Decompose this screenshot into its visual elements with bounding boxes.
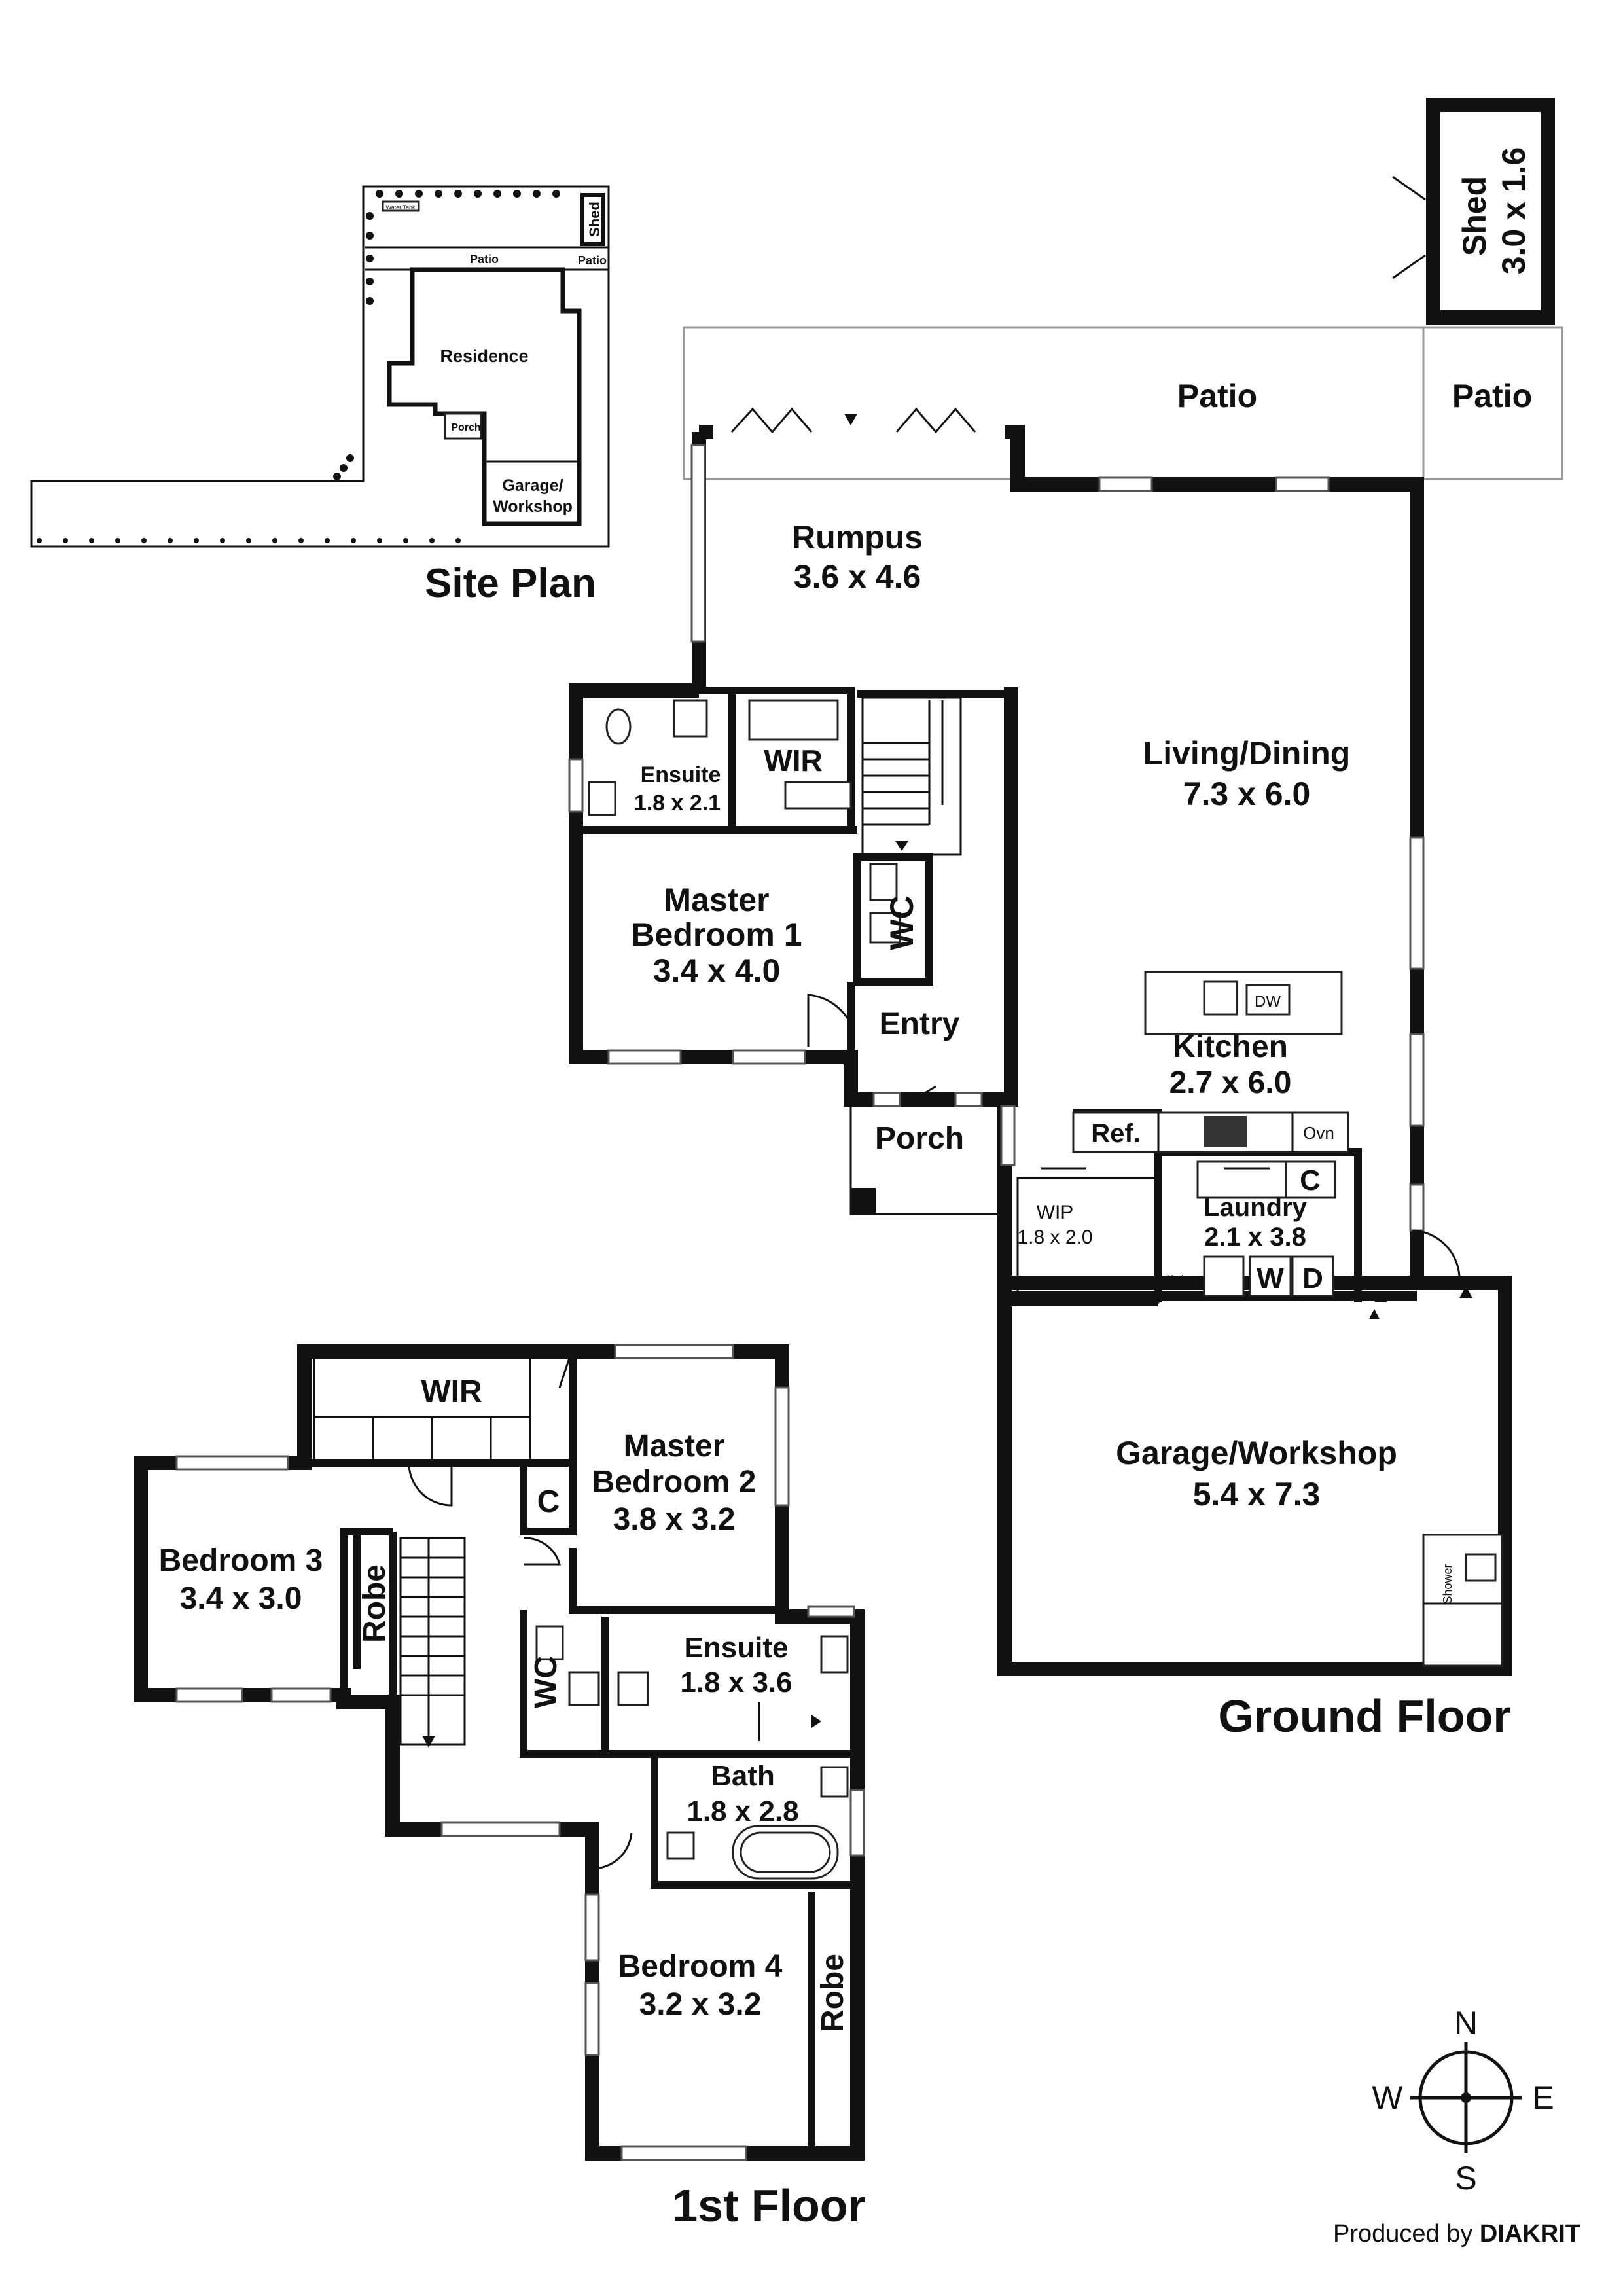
master2-dims: 3.8 x 3.2 xyxy=(613,1502,736,1537)
ground-floor: DW Ref. Ovn C W D Shelves Shower Patio xyxy=(568,98,1563,1742)
shed-name: Shed xyxy=(1456,176,1493,256)
site-porch-label: Porch xyxy=(451,422,480,433)
bed3-dims: 3.4 x 3.0 xyxy=(180,1581,302,1616)
site-patio-right-label: Patio xyxy=(578,254,607,267)
first-wir-label: WIR xyxy=(421,1374,482,1409)
rumpus-name: Rumpus xyxy=(792,519,923,556)
shelves-label: Shelves xyxy=(1165,1273,1198,1283)
ground-wc-label: WC xyxy=(883,895,920,950)
ground-wir-label: WIR xyxy=(764,744,822,778)
first-floor-stairs xyxy=(399,1537,466,1748)
bath-name: Bath xyxy=(711,1760,775,1792)
wip-name: WIP xyxy=(1037,1202,1074,1223)
first-wc-label: WC xyxy=(529,1656,563,1708)
patio-side-area xyxy=(1422,326,1563,480)
shed-dims: 3.0 x 1.6 xyxy=(1495,147,1532,275)
bed4-name: Bedroom 4 xyxy=(618,1949,783,1984)
bed3-robe-label: Robe xyxy=(357,1564,392,1643)
garage-dims: 5.4 x 7.3 xyxy=(1193,1476,1321,1513)
ground-ensuite-dims: 1.8 x 2.1 xyxy=(634,791,721,816)
site-shed-label: Shed xyxy=(586,202,603,237)
laundry-dims: 2.1 x 3.8 xyxy=(1204,1223,1306,1251)
site-garage-label-1: Garage/ xyxy=(502,476,563,495)
bed4-robe-label: Robe xyxy=(815,1954,850,2032)
kitchen-island xyxy=(1144,971,1343,1035)
oven-label: Ovn xyxy=(1303,1123,1334,1143)
living-dims: 7.3 x 6.0 xyxy=(1183,776,1311,812)
first-ensuite-dims: 1.8 x 3.6 xyxy=(680,1666,792,1698)
first-floor-title: 1st Floor xyxy=(672,2180,866,2231)
first-ensuite-name: Ensuite xyxy=(685,1632,789,1664)
laundry-name: Laundry xyxy=(1204,1193,1308,1222)
patio-side-label: Patio xyxy=(1452,378,1532,414)
compass-west: W xyxy=(1372,2079,1403,2116)
dishwasher-label: DW xyxy=(1255,993,1281,1011)
ground-ensuite-name: Ensuite xyxy=(641,762,721,787)
master1-dims: 3.4 x 4.0 xyxy=(653,952,781,989)
ground-floor-title: Ground Floor xyxy=(1218,1691,1510,1742)
master1-name-1: Master xyxy=(664,882,769,918)
bed3-name: Bedroom 3 xyxy=(159,1543,323,1578)
shed-walls xyxy=(1426,98,1555,325)
kitchen-name: Kitchen xyxy=(1173,1030,1288,1064)
compass-north: N xyxy=(1454,2005,1478,2041)
master1-name-2: Bedroom 1 xyxy=(631,916,802,953)
living-name: Living/Dining xyxy=(1143,735,1351,772)
fridge-label: Ref. xyxy=(1091,1119,1141,1148)
entry-label: Entry xyxy=(880,1007,960,1041)
site-garage-label-2: Workshop xyxy=(493,497,573,516)
site-shrubs xyxy=(333,190,560,480)
site-patio-label: Patio xyxy=(470,253,499,266)
credit-brand: DIAKRIT xyxy=(1480,2220,1580,2248)
first-floor: WIR Master Bedroom 2 3.8 x 3.2 C Bedroom… xyxy=(134,1344,866,2231)
compass-south: S xyxy=(1455,2160,1476,2197)
master2-name-1: Master xyxy=(624,1429,725,1463)
wip-dims: 1.8 x 2.0 xyxy=(1017,1227,1092,1248)
ground-stairs xyxy=(861,696,962,856)
bed4-dims: 3.2 x 3.2 xyxy=(639,1987,762,2022)
site-water-tank: Water Tank xyxy=(385,204,416,211)
credit-prefix: Produced by xyxy=(1333,2220,1480,2248)
porch-label: Porch xyxy=(875,1121,964,1156)
bath-dims: 1.8 x 2.8 xyxy=(687,1795,798,1827)
svg-text:Produced by DIAKRIT: Produced by DIAKRIT xyxy=(1333,2220,1580,2248)
first-cupboard-label: C xyxy=(537,1484,560,1519)
patio-main-label: Patio xyxy=(1177,378,1257,414)
patio-main-area xyxy=(683,326,1425,480)
master2-name-2: Bedroom 2 xyxy=(592,1465,757,1499)
compass: N S E W xyxy=(1372,2005,1554,2197)
rumpus-dims: 3.6 x 4.6 xyxy=(794,558,921,595)
credit: Produced by DIAKRIT xyxy=(1333,2220,1580,2248)
shower-label: Shower xyxy=(1441,1564,1454,1604)
site-residence-label: Residence xyxy=(440,346,528,366)
site-plan-title: Site Plan xyxy=(425,561,596,606)
kitchen-dims: 2.7 x 6.0 xyxy=(1169,1066,1292,1100)
site-fence-dots xyxy=(37,538,461,543)
compass-east: E xyxy=(1532,2079,1554,2116)
garage-name: Garage/Workshop xyxy=(1116,1435,1397,1471)
dryer-label: D xyxy=(1302,1263,1323,1295)
site-plan: Water Tank Patio Patio Residence Porch G… xyxy=(30,185,610,606)
washer-label: W xyxy=(1257,1263,1284,1295)
cupboard-label: C xyxy=(1300,1164,1321,1196)
